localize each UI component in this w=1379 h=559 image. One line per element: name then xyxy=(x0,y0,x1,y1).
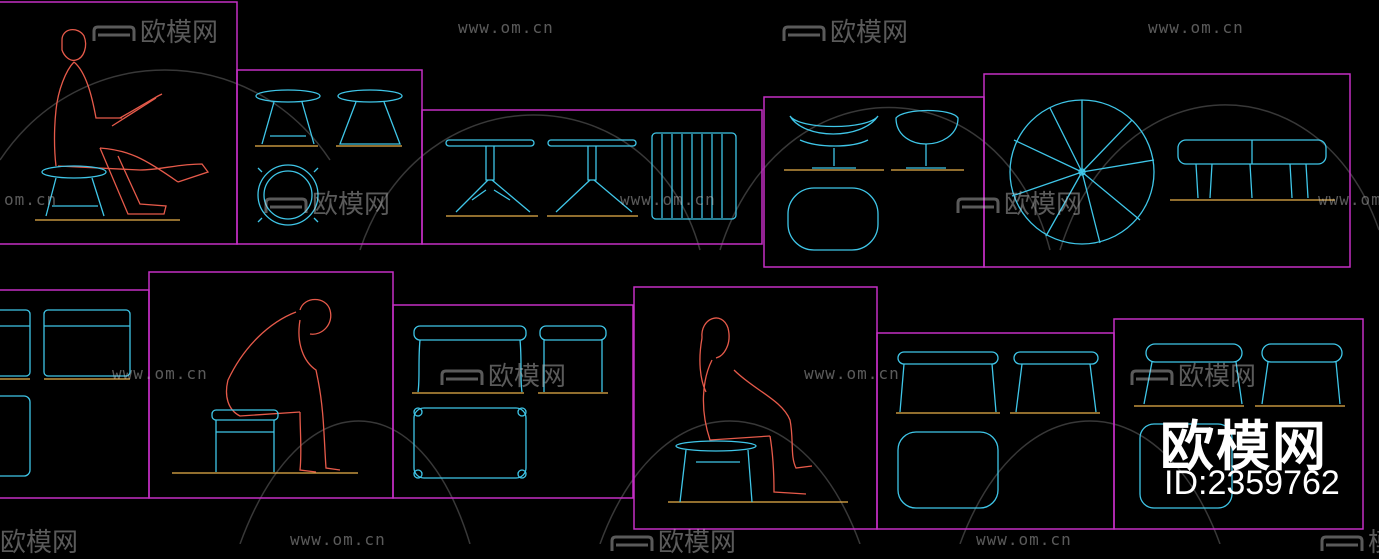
sofa-watermark-icon xyxy=(1130,369,1174,385)
watermark-brand: 欧模网 xyxy=(264,184,390,221)
stool-icon xyxy=(255,89,403,226)
seated-figure-icon xyxy=(699,317,813,495)
watermark-url: www.om.cn xyxy=(804,364,900,383)
stool-icon xyxy=(211,409,279,472)
model-id-label: ID:2359762 xyxy=(1164,464,1340,502)
frame-egg-chairs xyxy=(763,96,985,268)
watermark-url: www.om.cn xyxy=(112,364,208,383)
site-logo: 欧模网 xyxy=(1160,415,1328,478)
seated-figure-icon xyxy=(53,29,210,215)
frame-thinking-figure xyxy=(148,271,394,499)
watermark-url: www.om.cn xyxy=(1148,18,1244,37)
frame-ottoman-left xyxy=(0,289,150,499)
panel-frames xyxy=(0,1,1364,530)
bench-icon xyxy=(413,325,607,479)
stool-icon xyxy=(41,165,107,217)
sofa-watermark-icon xyxy=(782,25,826,41)
frame-sitting-woman xyxy=(633,286,878,530)
frame-tables xyxy=(421,109,763,245)
frame-bench-ottoman xyxy=(392,304,634,499)
ottoman-icon xyxy=(1139,343,1343,509)
watermark-url: www.om.cn xyxy=(1318,190,1379,209)
watermark-brand: 欧模网 xyxy=(782,12,908,49)
watermark-brand: 模网 xyxy=(1320,522,1379,559)
sofa-watermark-icon xyxy=(264,197,308,213)
sofa-watermark-icon xyxy=(956,197,1000,213)
frame-cushioned-stools xyxy=(1113,318,1364,530)
seated-figure-icon xyxy=(225,298,341,473)
watermark-brand: 欧模网 xyxy=(1130,356,1256,393)
sofa-watermark-icon xyxy=(92,25,136,41)
ottoman-icon xyxy=(0,309,131,477)
watermark-brand: 欧模网 xyxy=(610,522,736,559)
watermark-brand: 欧模网 xyxy=(956,184,1082,221)
floor-lines xyxy=(0,145,1345,503)
watermark-url: www.om.cn xyxy=(290,530,386,549)
stool-icon xyxy=(675,440,757,503)
watermark-brand: 欧模网 xyxy=(440,356,566,393)
egg-chair-icon xyxy=(787,109,959,251)
table-icon xyxy=(445,132,737,220)
watermark-url: www.om.cn xyxy=(976,530,1072,549)
cad-drawing-canvas xyxy=(0,1,1379,544)
sofa-watermark-icon xyxy=(440,369,484,385)
bench-icon xyxy=(1177,139,1327,199)
watermark-brand: 欧模网 xyxy=(92,12,218,49)
table-icon xyxy=(1009,99,1155,245)
watermark-url: om.cn xyxy=(4,190,58,209)
watermark-brand: 欧模网 xyxy=(0,528,79,558)
watermark-url: www.om.cn xyxy=(620,190,716,209)
stool-icon xyxy=(897,351,1099,509)
frame-round-table-bench xyxy=(983,73,1351,268)
watermark-url: www.om.cn xyxy=(458,18,554,37)
